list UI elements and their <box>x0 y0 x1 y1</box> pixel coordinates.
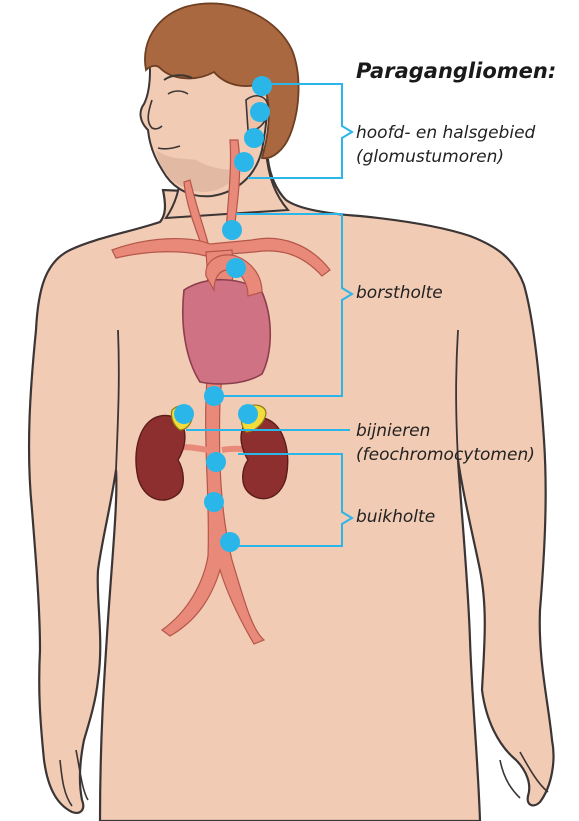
marker-dot <box>238 404 258 424</box>
marker-dot <box>174 404 194 424</box>
diagram-title: Paragangliomen: <box>356 60 556 82</box>
marker-dot <box>204 492 224 512</box>
marker-dot <box>204 386 224 406</box>
marker-dot <box>244 128 264 148</box>
label-adrenal: bijnieren <box>356 420 430 442</box>
marker-dot <box>234 152 254 172</box>
marker-dot <box>252 76 272 96</box>
marker-dot <box>222 220 242 240</box>
marker-dot <box>250 102 270 122</box>
marker-dot <box>220 532 240 552</box>
heart <box>183 280 270 384</box>
label-head-neck-subtitle: (glomustumoren) <box>356 146 504 168</box>
label-chest: borstholte <box>356 282 443 304</box>
label-adrenal-subtitle: (feochromocytomen) <box>356 444 535 466</box>
torso-silhouette <box>29 160 553 821</box>
marker-dot <box>206 452 226 472</box>
marker-dot <box>226 258 246 278</box>
label-head-neck: hoofd- en halsgebied <box>356 122 535 144</box>
label-abdomen: buikholte <box>356 506 435 528</box>
